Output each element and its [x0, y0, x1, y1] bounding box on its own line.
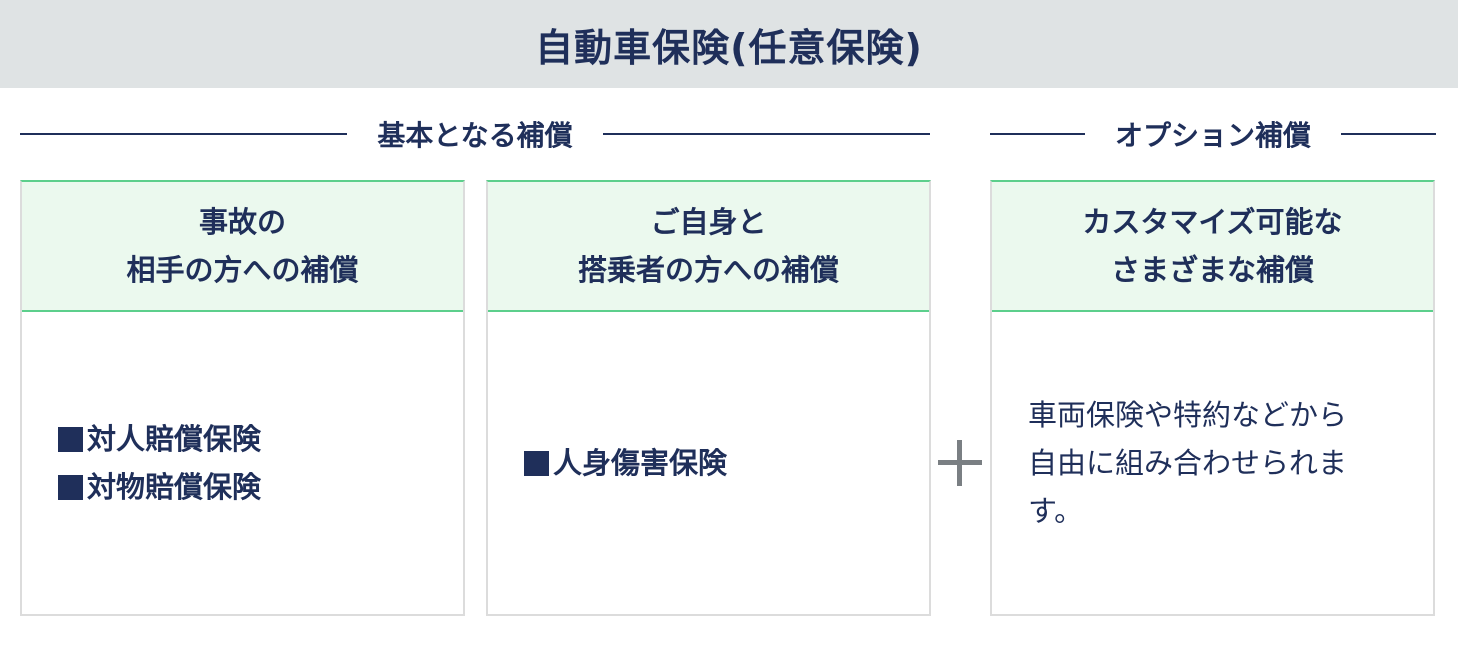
section-heading-option: オプション補償	[990, 110, 1437, 158]
card-title-line: 搭乗者の方への補償	[577, 253, 839, 287]
description-line: 自由に組み合わせられま	[1028, 446, 1348, 480]
card-body: 人身傷害保険	[488, 312, 929, 614]
card-header: カスタマイズ可能な さまざまな補償	[992, 182, 1433, 312]
item-label: 対物賠償保険	[87, 470, 262, 504]
coverage-card-options: カスタマイズ可能な さまざまな補償 車両保険や特約などから 自由に組み合わせられ…	[990, 180, 1435, 616]
description-line: す。	[1028, 494, 1084, 528]
card-title-line: ご自身と	[650, 205, 767, 239]
square-bullet-icon	[58, 426, 83, 452]
divider-line	[20, 133, 348, 135]
coverage-card-third-party: 事故の 相手の方への補償 対人賠償保険 対物賠償保険	[20, 180, 465, 616]
page-header: 自動車保険(任意保険)	[0, 0, 1458, 88]
square-bullet-icon	[524, 450, 549, 476]
divider-line	[1341, 133, 1437, 135]
card-body: 対人賠償保険 対物賠償保険	[22, 312, 463, 614]
description-line: 車両保険や特約などから	[1028, 398, 1348, 432]
section-label-option: オプション補償	[1115, 119, 1312, 152]
list-item: 対人賠償保険	[58, 415, 463, 463]
coverage-card-self-passenger: ご自身と 搭乗者の方への補償 人身傷害保険	[486, 180, 931, 616]
divider-line	[990, 133, 1085, 135]
section-label-basic: 基本となる補償	[377, 119, 573, 152]
item-label: 対人賠償保険	[87, 422, 262, 456]
list-item: 対物賠償保険	[58, 463, 463, 511]
card-description: 車両保険や特約などから 自由に組み合わせられま す。	[992, 391, 1433, 535]
card-header: ご自身と 搭乗者の方への補償	[488, 182, 929, 312]
card-header: 事故の 相手の方への補償	[22, 182, 463, 312]
page-title: 自動車保険(任意保険)	[535, 25, 923, 70]
card-body: 車両保険や特約などから 自由に組み合わせられま す。	[992, 312, 1433, 614]
divider-line	[602, 133, 931, 135]
item-label: 人身傷害保険	[553, 446, 728, 480]
card-title-line: 相手の方への補償	[126, 253, 359, 287]
list-item: 人身傷害保険	[524, 439, 929, 487]
square-bullet-icon	[58, 474, 83, 500]
card-title-line: 事故の	[198, 205, 286, 239]
card-title-line: さまざまな補償	[1110, 253, 1314, 287]
card-title-line: カスタマイズ可能な	[1082, 205, 1343, 239]
plus-icon	[938, 440, 982, 486]
section-heading-basic: 基本となる補償	[20, 110, 931, 158]
